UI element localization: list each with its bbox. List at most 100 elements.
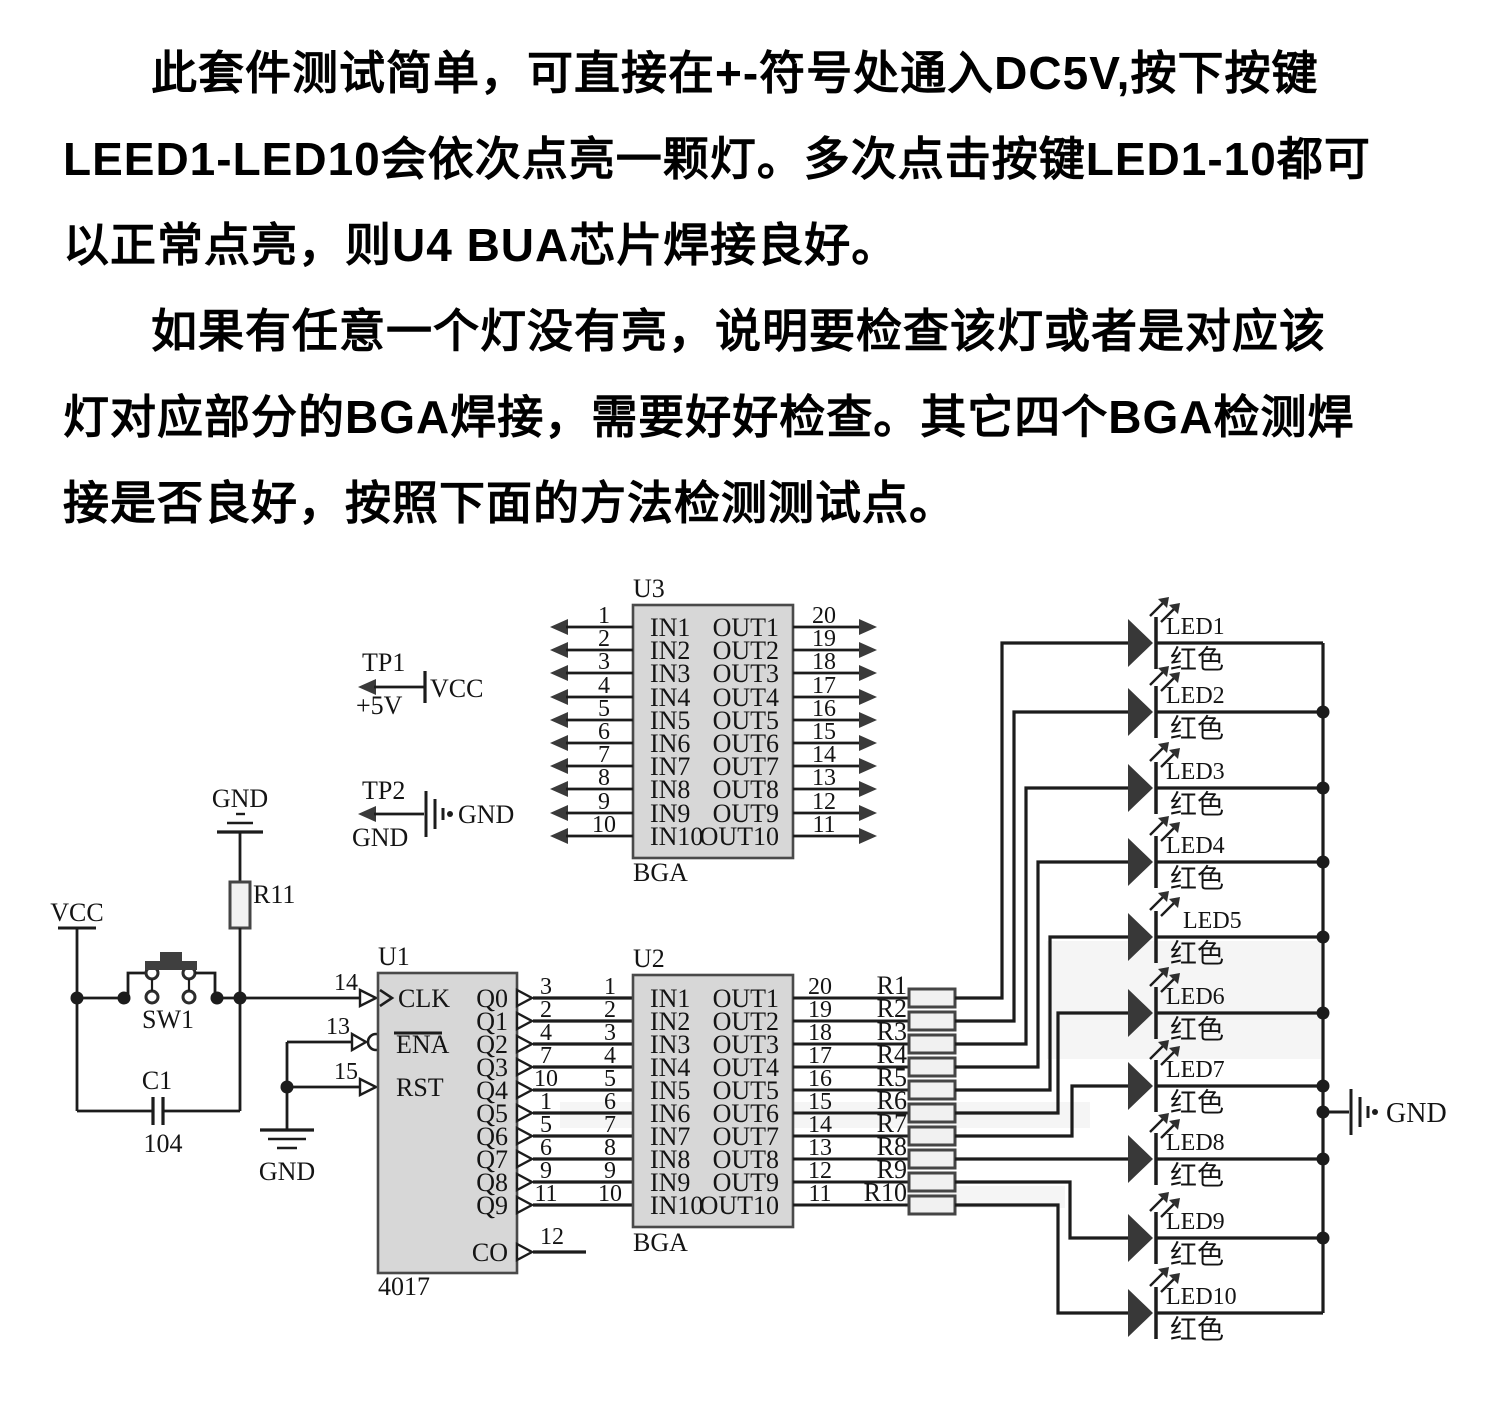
u1-q-label: Q7	[476, 1145, 508, 1174]
u3-arrow-right-icon	[859, 689, 877, 705]
u2-out-pin-number: 19	[808, 997, 832, 1023]
u1-q-label: Q8	[476, 1168, 508, 1197]
u1-clk-pin-number: 14	[334, 970, 358, 996]
chip-u3-ref: U3	[633, 574, 665, 603]
u2-pin-label: IN6	[650, 1099, 690, 1128]
tp2-gnd-symbol-dot	[447, 811, 453, 817]
switch-contact	[181, 989, 197, 1005]
intro-line-6: 接是否良好，按照下面的方法检测测试点。	[63, 477, 956, 529]
u2-in-pin-number: 3	[604, 1020, 616, 1046]
u2-in-pin-number: 1	[604, 974, 616, 1000]
resistor-label: R4	[877, 1040, 907, 1069]
u2-in-pin-number: 6	[604, 1089, 616, 1115]
u3-pin-label: OUT10	[700, 822, 779, 851]
u3-pin-label: IN8	[650, 775, 690, 804]
u2-pin-label: OUT9	[713, 1168, 779, 1197]
chip-u1-part: 4017	[378, 1272, 430, 1301]
junction-dot	[1316, 781, 1330, 795]
intro-line-3: 以正常点亮，则U4 BUA芯片焊接良好。	[63, 219, 899, 271]
led-emission-icon	[1160, 1050, 1176, 1066]
u2-out-pin-number: 11	[808, 1181, 831, 1207]
intro-line-4: 如果有任意一个灯没有亮，说明要检查该灯或者是对应该	[151, 305, 1326, 357]
u2-pin-label: IN1	[650, 984, 690, 1013]
u1-ena-label: ENA	[396, 1030, 450, 1059]
u3-pin-number: 9	[598, 789, 610, 815]
resistor-R4	[907, 1056, 957, 1078]
vcc-label: VCC	[50, 898, 103, 927]
resistor-label: R1	[877, 971, 907, 1000]
chip-u2-part: BGA	[633, 1228, 688, 1257]
u1-rst-pin-number: 15	[334, 1059, 358, 1085]
chip-u2	[631, 973, 795, 1229]
led-color-label: 红色	[1170, 1088, 1224, 1118]
u1-ena-pin-number: 13	[326, 1014, 350, 1040]
chip-u3-part: BGA	[633, 858, 688, 887]
u2-pin-label: OUT7	[713, 1122, 779, 1151]
u3-pin-label: OUT7	[713, 752, 779, 781]
led-emission-icon	[1169, 672, 1180, 683]
u1-q-pin-number: 1	[540, 1089, 552, 1115]
u3-pin-number: 3	[598, 649, 610, 675]
u3-pin-label: OUT6	[713, 729, 779, 758]
u1-rst-label: RST	[396, 1073, 444, 1102]
junction-dot	[1316, 1006, 1330, 1020]
led-color-label: 红色	[1170, 790, 1224, 820]
resistor-R1	[907, 987, 957, 1009]
led-diode-icon	[1128, 1062, 1153, 1110]
u1-q-label: Q0	[476, 984, 508, 1013]
u2-pin-label: OUT8	[713, 1145, 779, 1174]
switch-contact	[144, 989, 160, 1005]
u1-q-pin-number: 7	[540, 1043, 552, 1069]
u1-q-arrow-icon	[515, 1080, 535, 1100]
junction-dot	[1316, 1079, 1330, 1093]
led-emission-icon	[1149, 1271, 1165, 1287]
junction-dot	[1316, 855, 1330, 869]
resistor-R3	[907, 1033, 957, 1055]
intro-line-5: 灯对应部分的BGA焊接，需要好好检查。其它四个BGA检测焊	[63, 391, 1355, 443]
u1-q-pin-number: 6	[540, 1135, 552, 1161]
chip-u1	[376, 971, 519, 1275]
u3-pin-number: 19	[812, 626, 836, 652]
led-color-label: 红色	[1170, 714, 1224, 744]
u3-pin-label: OUT1	[713, 613, 779, 642]
resistor-label: R6	[877, 1086, 907, 1115]
led-color-label: 红色	[1170, 1240, 1224, 1270]
led-label: LED10	[1166, 1284, 1237, 1310]
u3-pin-label: IN5	[650, 706, 690, 735]
led-feed-wire	[955, 641, 1128, 1000]
led-feed-wire	[955, 786, 1128, 1046]
u1-q-arrow-icon	[515, 1149, 535, 1169]
resistor-label: R5	[877, 1063, 907, 1092]
u3-pin-number: 2	[598, 626, 610, 652]
u2-pin-label: OUT3	[713, 1030, 779, 1059]
intro-text: 此套件测试简单，可直接在+-符号处通入DC5V,按下按键 LEED1-LED10…	[0, 0, 1500, 546]
led-emission-icon	[1158, 1113, 1169, 1124]
led-emission-icon	[1149, 820, 1165, 836]
led-emission-icon	[1149, 746, 1165, 762]
u3-pin-label: IN6	[650, 729, 690, 758]
u2-out-pin-number: 14	[808, 1112, 832, 1138]
tp1-arrow-icon	[358, 679, 376, 695]
r11-label: R11	[253, 880, 295, 909]
led-emission-icon	[1169, 897, 1180, 908]
u3-pin-label: IN3	[650, 659, 690, 688]
led-label: LED2	[1166, 683, 1225, 709]
u3-pin-number: 14	[812, 742, 836, 768]
u3-pin-number: 8	[598, 765, 610, 791]
u1-q-arrow-icon	[515, 1126, 535, 1146]
junction-dot	[1316, 1152, 1330, 1166]
led-label: LED7	[1166, 1057, 1225, 1083]
led-feed-wire	[955, 1011, 1128, 1115]
u3-arrow-left-icon	[550, 689, 568, 705]
u3-pin-label: OUT3	[713, 659, 779, 688]
u1-q-pin-number: 4	[540, 1020, 552, 1046]
led-emission-icon	[1158, 666, 1169, 677]
u1-q-label: Q2	[476, 1030, 508, 1059]
led-diode-icon	[1128, 989, 1153, 1037]
u1-q-arrow-icon	[515, 988, 535, 1008]
u2-pin-label: IN9	[650, 1168, 690, 1197]
led-emission-icon	[1169, 1046, 1180, 1057]
u2-out-pin-number: 17	[808, 1043, 832, 1069]
u2-pin-label: IN4	[650, 1053, 690, 1082]
u3-pin-number: 20	[812, 603, 836, 629]
